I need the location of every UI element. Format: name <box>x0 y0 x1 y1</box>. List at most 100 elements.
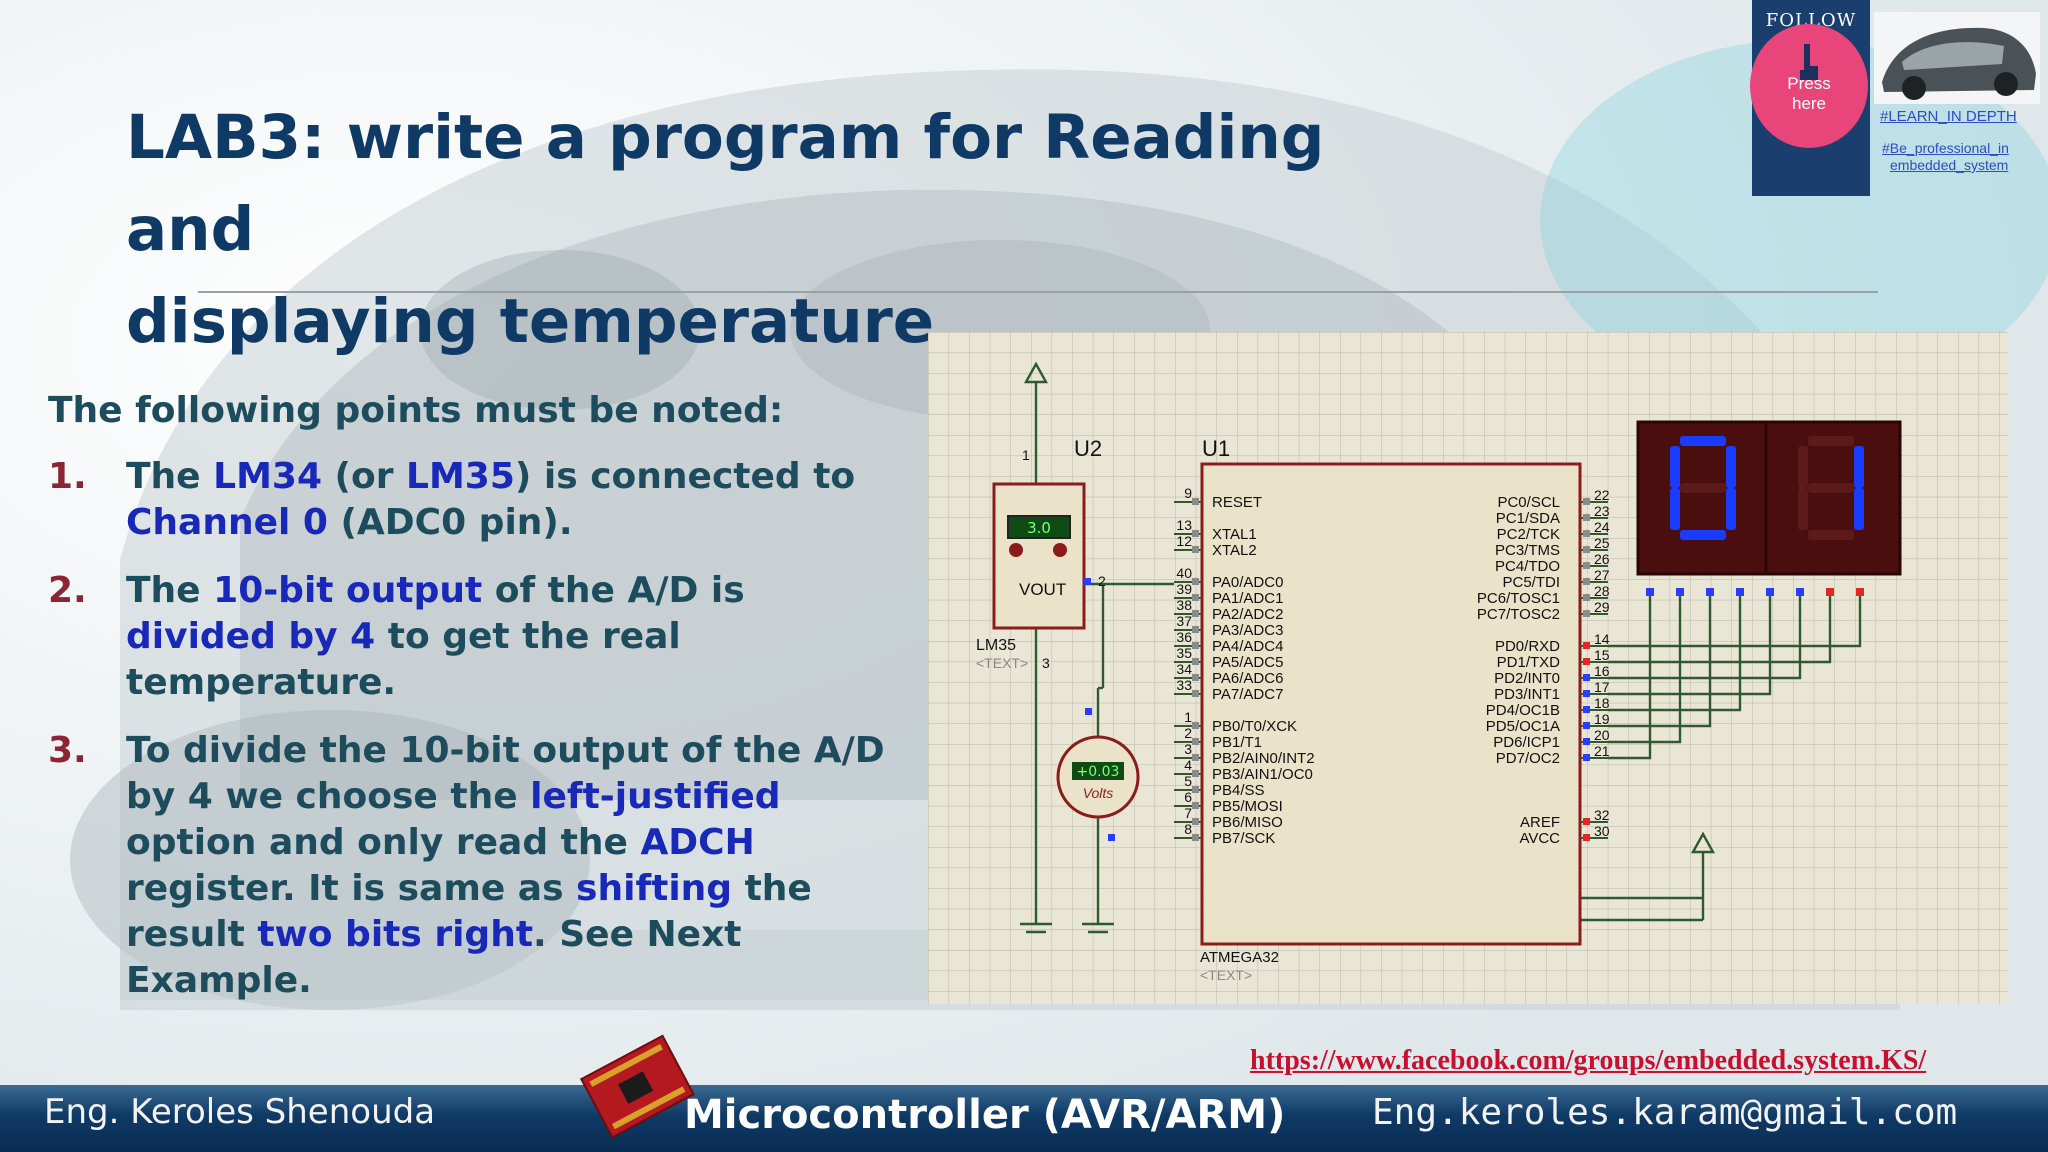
sensor-text-placeholder: <TEXT> <box>976 655 1028 671</box>
pin-state-indicator <box>1192 738 1199 745</box>
left-pin-number: 5 <box>1184 773 1192 789</box>
bus-wire <box>1608 596 1712 728</box>
left-pin-number: 4 <box>1184 757 1192 773</box>
right-pin-name: PD5/OC1A <box>1486 718 1560 735</box>
pin-state-indicator <box>1192 610 1199 617</box>
point-text: option and only read the <box>126 822 641 863</box>
display-pin-indicator <box>1826 588 1834 596</box>
pin-state-indicator <box>1583 562 1590 569</box>
pin-state-indicator <box>1192 546 1199 553</box>
left-pin-name: PA4/ADC4 <box>1212 638 1283 655</box>
left-pin-name: PA1/ADC1 <box>1212 590 1283 607</box>
pin-state-indicator <box>1583 754 1590 761</box>
left-pin-name: PB2/AIN0/INT2 <box>1212 750 1315 767</box>
left-pin-number: 13 <box>1176 517 1192 533</box>
left-pin-number: 40 <box>1176 565 1192 581</box>
point-text: of the A/D is <box>482 570 745 611</box>
be-professional-tag-line1[interactable]: #Be_professional_in <box>1882 140 2009 156</box>
facebook-group-link[interactable]: https://www.facebook.com/groups/embedded… <box>1250 1045 1927 1076</box>
highlight-term: ADCH <box>640 822 755 863</box>
left-pin-name: XTAL1 <box>1212 526 1257 543</box>
display-pins <box>1646 588 1864 596</box>
point-number: 1. <box>48 456 87 497</box>
pin-state-indicator <box>1583 690 1590 697</box>
title-line-1: LAB3: write a program for Reading and <box>126 102 1325 265</box>
right-pin-number: 19 <box>1594 711 1610 727</box>
voltmeter <box>1056 708 1140 841</box>
right-pin-name: PD3/INT1 <box>1494 686 1560 703</box>
left-pin-number: 12 <box>1176 533 1192 549</box>
pin-state-indicator <box>1583 706 1590 713</box>
right-pin-number: 28 <box>1594 583 1610 599</box>
segment-b <box>1854 446 1864 488</box>
left-pin-name: PB3/AIN1/OC0 <box>1212 766 1313 783</box>
segment-g <box>1680 483 1726 493</box>
highlight-term: two bits right <box>257 914 534 955</box>
highlight-term: divided by 4 <box>126 616 376 657</box>
display-pin-indicator <box>1706 588 1714 596</box>
segment-c <box>1726 488 1736 530</box>
pin-state-indicator <box>1192 594 1199 601</box>
segment-d <box>1680 530 1726 540</box>
pin-state-indicator <box>1192 722 1199 729</box>
sensor-name: LM35 <box>976 637 1016 654</box>
dev-board-image <box>579 1034 695 1139</box>
title-divider <box>198 291 1878 293</box>
be-professional-tag-line2[interactable]: embedded_system <box>1890 157 2009 173</box>
pin-state-indicator <box>1583 594 1590 601</box>
left-pin-name: XTAL2 <box>1212 542 1257 559</box>
pin-state-indicator <box>1192 626 1199 633</box>
right-pin-name: PD6/ICP1 <box>1493 734 1560 751</box>
segment-c <box>1854 488 1864 530</box>
right-pin-name: PC2/TCK <box>1497 526 1560 543</box>
highlight-term: 10-bit output <box>213 570 483 611</box>
right-pin-name: PD0/RXD <box>1495 638 1560 655</box>
bus-wire <box>1608 596 1862 648</box>
bus-wire <box>1608 596 1772 696</box>
right-pin-number: 26 <box>1594 551 1610 567</box>
pin-state-indicator <box>1192 690 1199 697</box>
left-pin-number: 2 <box>1184 725 1192 741</box>
left-pin-number: 6 <box>1184 789 1192 805</box>
pin-state-indicator <box>1583 722 1590 729</box>
press-here-button[interactable]: Press here <box>1750 24 1868 148</box>
pin-state-indicator <box>1084 578 1091 585</box>
segment-g <box>1808 483 1854 493</box>
point-text: ) is connected to <box>514 456 856 497</box>
right-pin-number: 25 <box>1594 535 1610 551</box>
lm35-sensor <box>992 482 1086 630</box>
pin-state-indicator <box>1192 498 1199 505</box>
circuit-schematic: 3.0 VOUT LM35 <TEXT> U2 1 2 3 +0.03 Volt… <box>928 332 2008 1004</box>
right-pin-number: 20 <box>1594 727 1610 743</box>
right-pin-name: PD1/TXD <box>1497 654 1561 671</box>
left-pin-number: 35 <box>1176 645 1192 661</box>
highlight-term: LM34 <box>213 456 323 497</box>
point-number: 2. <box>48 570 87 611</box>
point-text: to get the real temperature. <box>126 616 681 703</box>
left-pin-number: 3 <box>1184 741 1192 757</box>
right-pin-name: PC3/TMS <box>1495 542 1560 559</box>
sensor-pin-2: 2 <box>1098 573 1106 589</box>
display-segments <box>1670 436 1864 540</box>
right-pin-name: PC1/SDA <box>1496 510 1560 527</box>
course-title: Microcontroller (AVR/ARM) <box>684 1092 1286 1138</box>
pin-state-indicator <box>1192 786 1199 793</box>
learn-in-depth-tag[interactable]: #LEARN_IN DEPTH <box>1880 108 2017 125</box>
sensor-pin-1: 1 <box>1022 447 1030 463</box>
slide-title: LAB3: write a program for Reading and di… <box>126 92 1406 368</box>
here-label: here <box>1791 94 1827 113</box>
left-pin-name: PB5/MOSI <box>1212 798 1283 815</box>
pin-state-indicator <box>1583 546 1590 553</box>
display-pin-indicator <box>1736 588 1744 596</box>
pin-state-indicator <box>1583 514 1590 521</box>
segment-f <box>1670 446 1680 488</box>
bus-wire <box>1608 596 1742 712</box>
pin-state-indicator <box>1192 818 1199 825</box>
left-pin-name: PA3/ADC3 <box>1212 622 1283 639</box>
display-pin-indicator <box>1766 588 1774 596</box>
left-pin-name: PA2/ADC2 <box>1212 606 1283 623</box>
left-pin-number: 34 <box>1176 661 1192 677</box>
right-pin-number: 24 <box>1594 519 1610 535</box>
mcu-text-placeholder: <TEXT> <box>1200 967 1252 983</box>
sensor-reading: 3.0 <box>1027 519 1051 537</box>
